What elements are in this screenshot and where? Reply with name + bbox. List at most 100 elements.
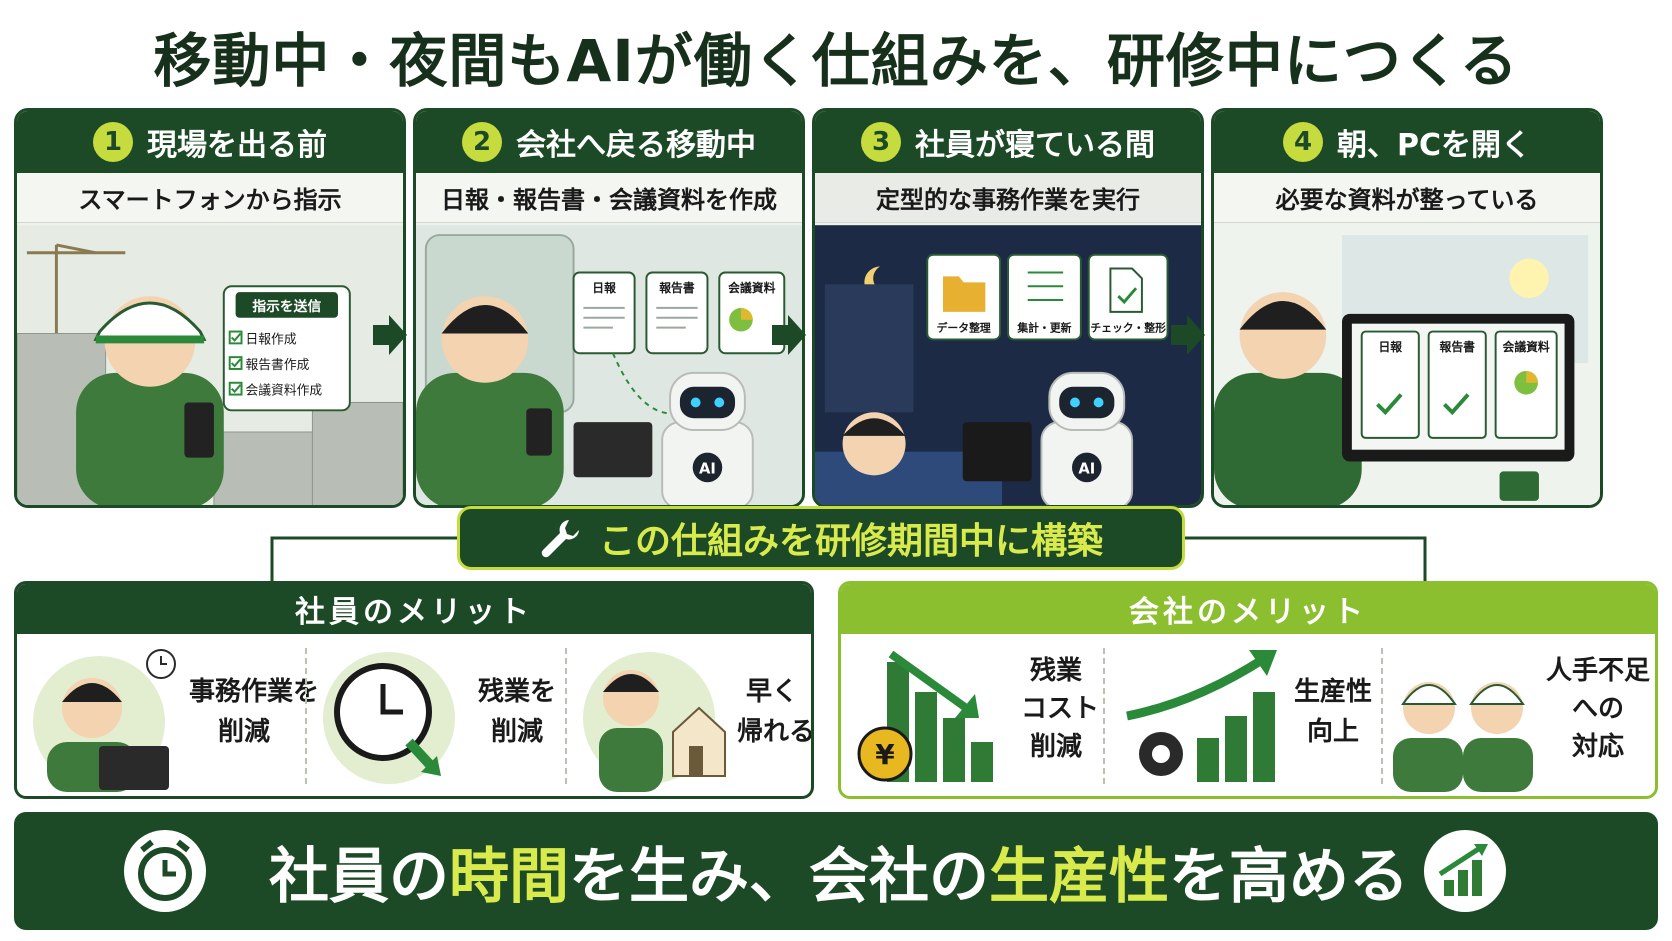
document-check-icon: [1109, 267, 1143, 313]
svg-text:日報: 日報: [592, 281, 616, 295]
check-icons: [228, 330, 243, 396]
going-home-icon: [583, 652, 726, 792]
bottom-part-1: 社員の: [269, 841, 449, 912]
merit-label-line1: 事務作業を: [189, 677, 320, 707]
step-arrow-2-icon: [772, 315, 806, 355]
clock-icon: [323, 652, 455, 784]
svg-text:集計・更新: 集計・更新: [1016, 321, 1071, 335]
merit-item-reduce-overtime: 残業を 削減: [317, 642, 556, 792]
step-3-header: 3 社員が寝ている間: [815, 111, 1201, 173]
bottom-banner: 社員の時間を生み、会社の生産性を高める: [14, 812, 1658, 930]
merit-label-line2: 削減: [217, 717, 270, 747]
merit-label-line3: 対応: [1571, 732, 1624, 762]
bottom-part-5: を高める: [1169, 841, 1409, 912]
growth-chart-icon: [1126, 650, 1277, 782]
step-2-title: 会社へ戻る移動中: [516, 128, 756, 163]
step-4-scene: 日報 報告書 会議資料: [1214, 225, 1600, 505]
step-1-title: 現場を出る前: [147, 128, 327, 163]
merit-label-line1: 残業を: [477, 677, 556, 707]
employee-merit-panel: 社員のメリット 事務作業を 削減 残業を 削減: [14, 581, 814, 799]
step-2-number: 2: [462, 122, 502, 162]
step-2-header: 2 会社へ戻る移動中: [416, 111, 802, 173]
step-3-scene: データ整理 集計・更新 チェック・整形 AI: [815, 225, 1201, 505]
company-merit-title: 会社のメリット: [841, 584, 1655, 634]
laptop-icon: [573, 422, 653, 478]
merit-item-labor-shortage: 人手不足 への 対応: [1393, 642, 1653, 792]
bottom-highlight-productivity: 生産性: [989, 841, 1169, 912]
svg-text:AI: AI: [699, 460, 716, 477]
step-3-panel: 3 社員が寝ている間 定型的な事務作業を実行 データ整理 集計・更新 チェック・…: [812, 108, 1204, 508]
robot-icon: AI: [1040, 371, 1134, 505]
step-1-number: 1: [93, 122, 133, 162]
step-2-panel: 2 会社へ戻る移動中 日報・報告書・会議資料を作成 日報 報告書 会議資料: [413, 108, 805, 508]
connector-lines: [270, 536, 1427, 586]
step-2-scene: 日報 報告書 会議資料 AI: [416, 225, 802, 505]
svg-text:報告書: 報告書: [1440, 340, 1476, 354]
merit-label-line2: 向上: [1306, 717, 1359, 747]
checklist-icon: [1027, 271, 1064, 302]
merit-label-line2: 削減: [490, 717, 543, 747]
instruction-bubble: 指示を送信 日報作成 報告書作成 会議資料作成: [222, 285, 351, 412]
merit-divider: [305, 648, 307, 784]
bottom-highlight-time: 時間: [449, 841, 569, 912]
step-arrow-1-icon: [373, 315, 407, 355]
merit-item-reduce-office-work: 事務作業を 削減: [27, 642, 319, 792]
bubble-item-1: 日報作成: [245, 332, 296, 347]
svg-text:日報: 日報: [1378, 340, 1402, 354]
bubble-title: 指示を送信: [252, 298, 321, 315]
merit-label-line1: 人手不足: [1545, 656, 1650, 686]
step-arrow-3-icon: [1171, 315, 1205, 355]
document-icons: 日報 報告書 会議資料: [572, 271, 786, 355]
svg-text:¥: ¥: [875, 738, 895, 771]
mug-icon: [1499, 471, 1539, 501]
worker-figure-icon: [76, 296, 224, 505]
merit-label-line2: への: [1571, 694, 1624, 724]
step-2-subtitle: 日報・報告書・会議資料を作成: [416, 173, 802, 223]
cost-down-chart-icon: ¥: [857, 650, 993, 782]
merit-item-productivity: 生産性 向上: [1117, 642, 1377, 792]
step-1-panel: 1 現場を出る前 スマートフォンから指示 指示を送信 日報作成 報告書作成: [14, 108, 406, 508]
step-1-subtitle: スマートフォンから指示: [17, 173, 403, 223]
folder-icon: [943, 276, 986, 312]
sun-icon: [1509, 258, 1549, 299]
monitor-icon: [962, 422, 1032, 482]
merit-item-go-home-early: 早く 帰れる: [577, 642, 811, 792]
merit-divider: [1381, 648, 1383, 784]
center-banner-text: この仕組みを研修期間中に構築: [598, 521, 1103, 562]
wrench-icon: [541, 520, 579, 558]
svg-text:会議資料: 会議資料: [1502, 340, 1550, 354]
main-title: 移動中・夜間もAIが働く仕組みを、研修中につくる: [153, 27, 1519, 95]
task-icons: データ整理 集計・更新 チェック・整形: [926, 253, 1169, 341]
alarm-clock-icon: [124, 830, 206, 912]
laptop-worker-icon: [33, 649, 176, 792]
step-1-header: 1 現場を出る前: [17, 111, 403, 173]
step-4-subtitle: 必要な資料が整っている: [1214, 173, 1600, 223]
step-4-header: 4 朝、PCを開く: [1214, 111, 1600, 173]
step-3-subtitle: 定型的な事務作業を実行: [815, 173, 1201, 223]
growth-bars-icon: [1424, 830, 1506, 912]
svg-text:データ整理: データ整理: [937, 321, 991, 335]
merit-divider: [565, 648, 567, 784]
svg-text:会議資料: 会議資料: [727, 281, 775, 295]
center-banner: この仕組みを研修期間中に構築: [457, 506, 1185, 570]
worker-figure-icon: [1214, 292, 1362, 505]
bottom-message: 社員の時間を生み、会社の生産性を高める: [264, 812, 1414, 930]
step-4-title: 朝、PCを開く: [1336, 128, 1531, 163]
employee-merit-title: 社員のメリット: [17, 584, 811, 634]
svg-text:報告書: 報告書: [659, 281, 695, 295]
merit-divider: [1103, 648, 1105, 784]
step-3-number: 3: [861, 122, 901, 162]
merit-label-line1: 生産性: [1293, 677, 1372, 707]
bubble-item-2: 報告書作成: [245, 358, 309, 373]
merit-label-line3: 削減: [1029, 732, 1082, 762]
step-1-scene: 指示を送信 日報作成 報告書作成 会議資料作成: [17, 225, 403, 505]
merit-item-cost-reduction: ¥ 残業 コスト 削減: [851, 642, 1101, 792]
robot-icon: AI: [661, 371, 754, 505]
bottom-part-3: を生み、会社の: [569, 841, 989, 912]
bubble-item-3: 会議資料作成: [245, 384, 322, 399]
company-merit-panel: 会社のメリット ¥ 残業 コスト 削減 生産性: [838, 581, 1658, 799]
workers-icon: [1393, 682, 1533, 792]
merit-label-line1: 早く: [745, 677, 798, 707]
step-4-number: 4: [1282, 122, 1323, 162]
merit-label-line1: 残業: [1029, 656, 1082, 686]
